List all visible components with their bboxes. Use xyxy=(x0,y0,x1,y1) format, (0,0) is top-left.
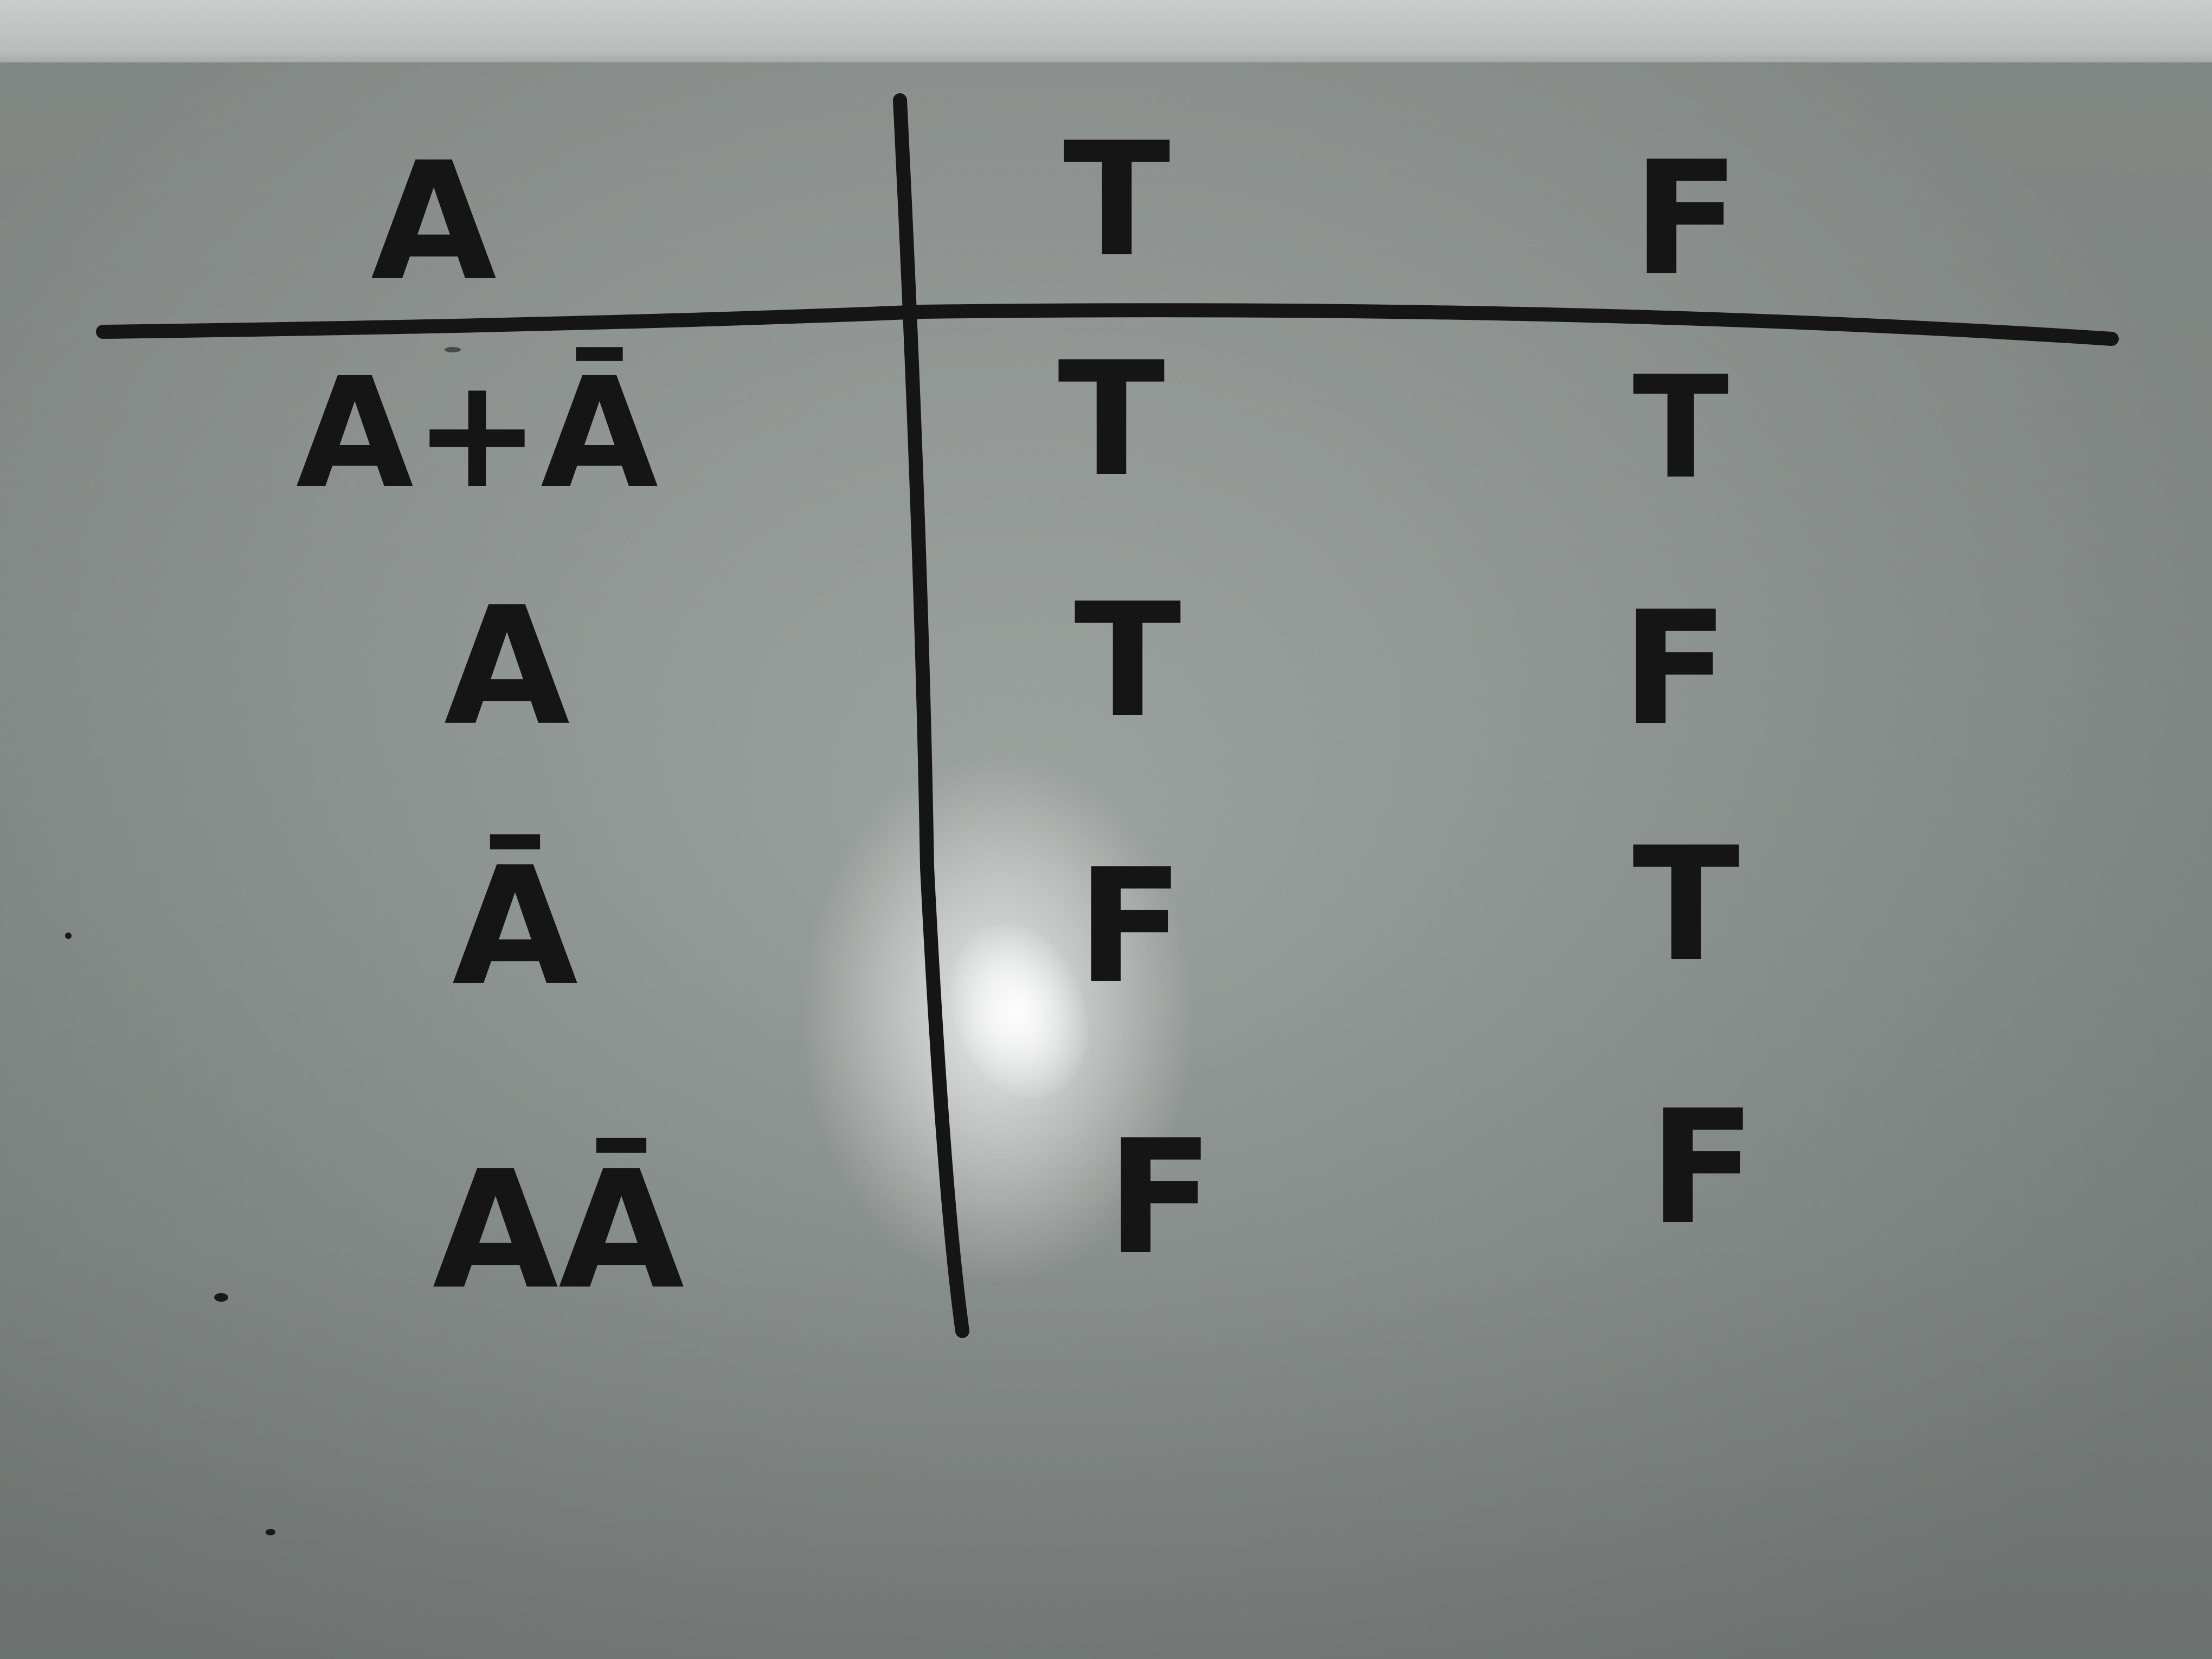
marker-speck xyxy=(214,1293,228,1302)
row4-true-value: F xyxy=(1106,1107,1214,1289)
row3-false-value: T xyxy=(1632,814,1740,996)
row-expression-a-or-not-a: A+Ā xyxy=(295,345,659,522)
row3-true-value: F xyxy=(1076,835,1185,1018)
row-expression-a: A xyxy=(443,572,570,761)
row-expression-a-and-not-a: AĀ xyxy=(432,1136,685,1325)
row1-true-value: T xyxy=(1058,329,1165,511)
header-variable-a: A xyxy=(370,127,497,317)
marker-speck xyxy=(266,1529,275,1535)
row-expression-not-a: Ā xyxy=(452,832,578,1021)
row4-false-value: F xyxy=(1648,1077,1757,1259)
marker-smudge xyxy=(445,347,461,352)
header-true-column: T xyxy=(1063,109,1171,292)
row2-false-value: F xyxy=(1621,578,1729,761)
whiteboard-frame-edge xyxy=(0,0,2212,62)
header-divider-line xyxy=(96,303,2119,346)
column-divider-line xyxy=(893,93,969,1338)
marker-speck xyxy=(65,933,72,939)
row2-true-value: T xyxy=(1074,570,1181,753)
header-false-column: F xyxy=(1632,128,1740,311)
row1-false-value: T xyxy=(1632,346,1729,510)
